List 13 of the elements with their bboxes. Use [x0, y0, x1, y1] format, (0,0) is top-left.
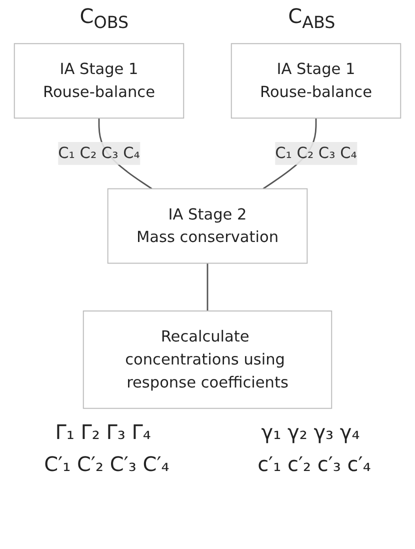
edge-label: C₁ C₂ C₃ C₄ — [275, 144, 357, 162]
coefficient-label: Γ₁ Γ₂ Γ₃ Γ₄ — [55, 420, 151, 444]
coefficient-label: C′₁ C′₂ C′₃ C′₄ — [44, 452, 170, 476]
coefficient-label: c′₁ c′₂ c′₃ c′₄ — [258, 452, 371, 476]
node-box: Recalculate concentrations using response coefficients — [82, 310, 332, 409]
node-box: IA Stage 1 Rouse-balance — [230, 43, 402, 119]
variable-label: C$_{OBS}$ — [80, 4, 129, 32]
connector — [206, 263, 208, 311]
coefficient-label: γ₁ γ₂ γ₃ γ₄ — [261, 420, 360, 444]
variable-label: C$_{ABS}$ — [288, 4, 336, 32]
node-box: IA Stage 1 Rouse-balance — [14, 43, 184, 119]
node-box: IA Stage 2 Mass conservation — [107, 188, 308, 264]
edge-label: C₁ C₂ C₃ C₄ — [58, 144, 140, 162]
